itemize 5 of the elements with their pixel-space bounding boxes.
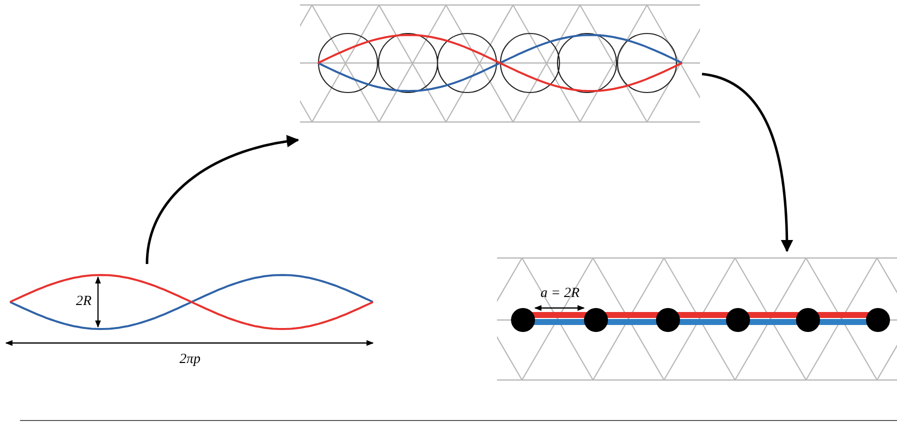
- dimension-label: a = 2R: [540, 286, 580, 302]
- dimension-label: 2R: [76, 294, 92, 310]
- curved-arrow: [146, 135, 300, 264]
- dimension-label: 2πp: [180, 352, 201, 368]
- curved-arrow: [702, 72, 794, 252]
